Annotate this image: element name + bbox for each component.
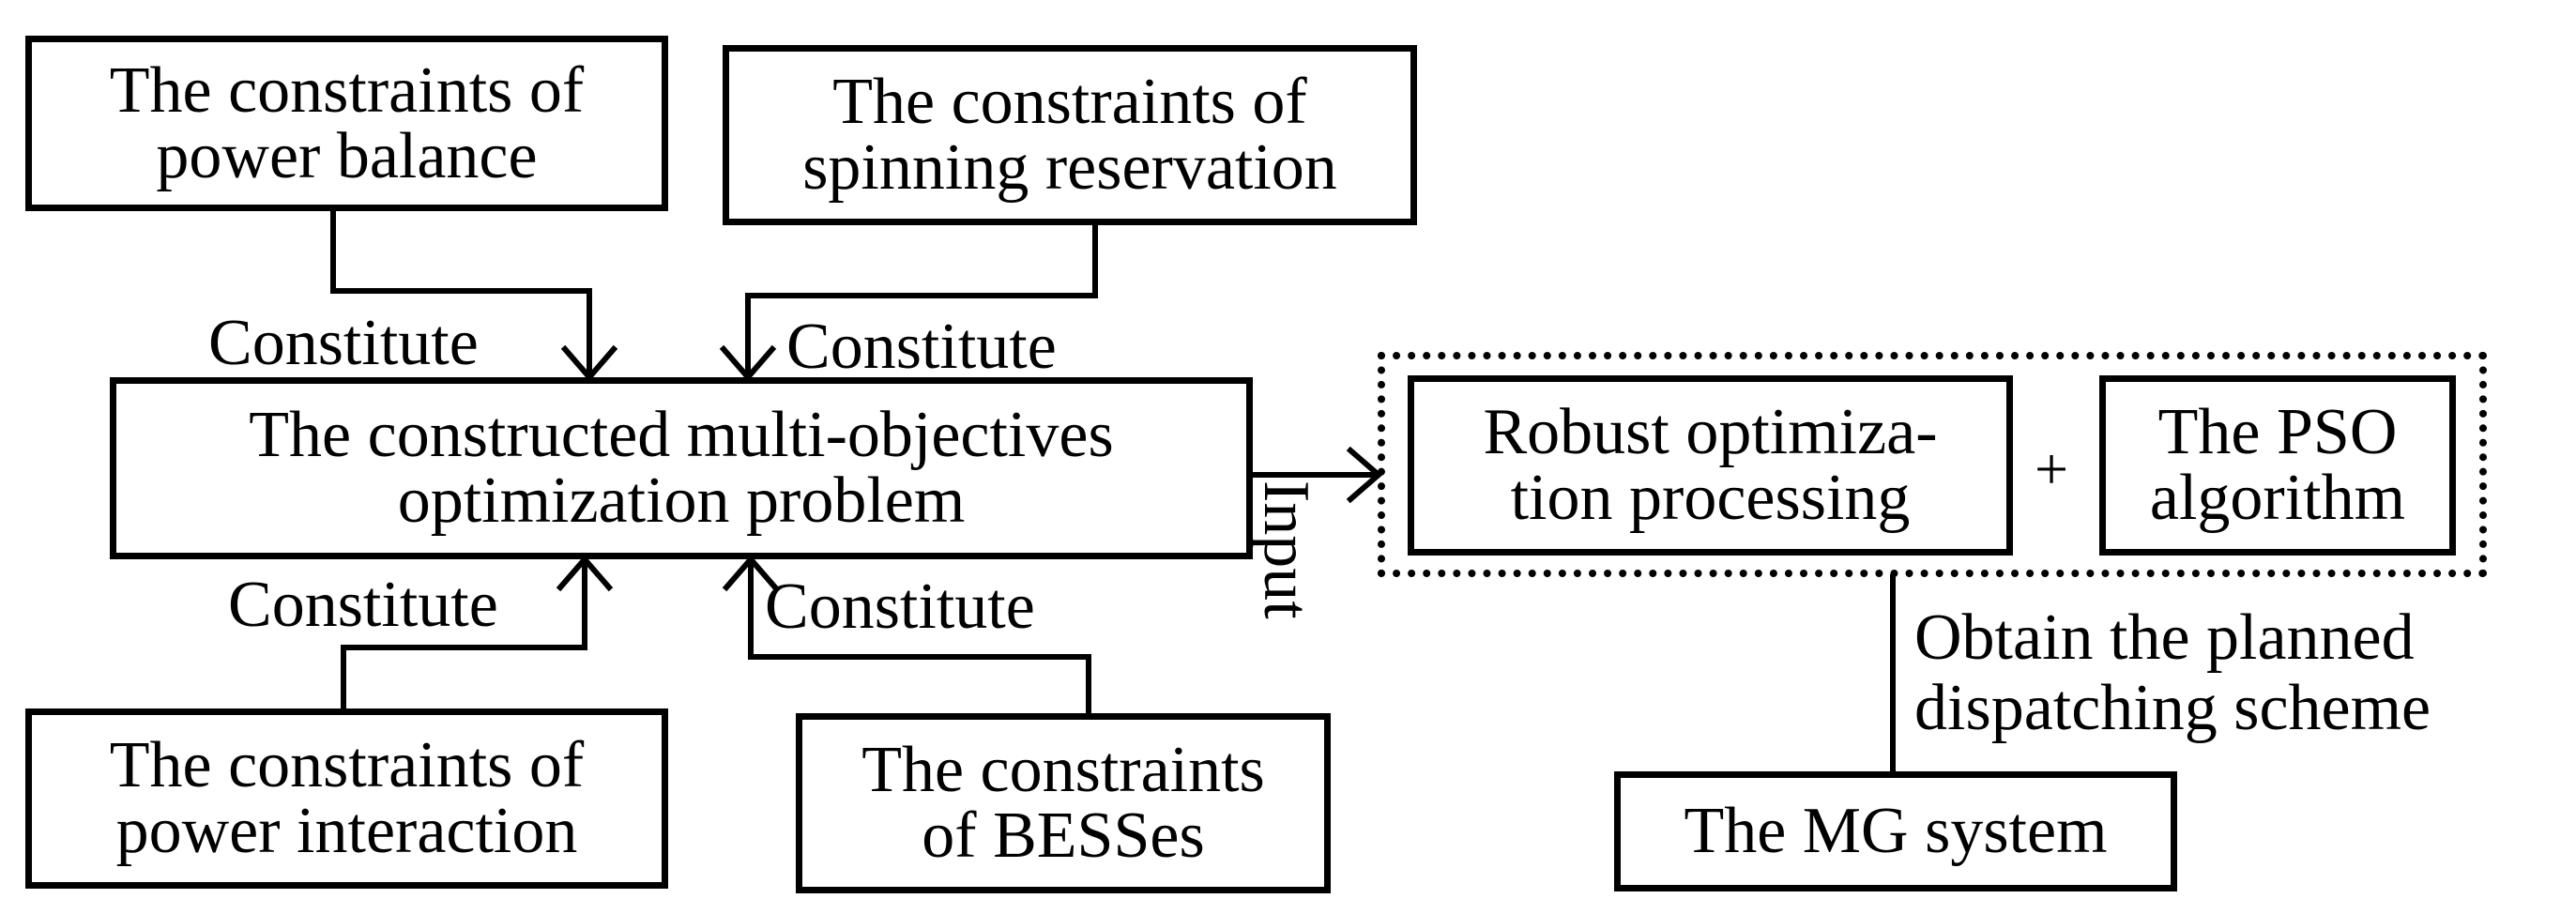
box-pso-algorithm: The PSO algorithm bbox=[2099, 375, 2456, 556]
connector-power-balance bbox=[330, 208, 592, 378]
label-constitute-bottom-left: Constitute bbox=[228, 569, 498, 641]
box-robust-line2: tion processing bbox=[1510, 462, 1911, 534]
box-spinning-reservation-line2: spinning reservation bbox=[802, 131, 1337, 204]
label-constitute-bottom-right: Constitute bbox=[765, 571, 1035, 643]
box-power-balance-line1: The constraints of bbox=[109, 53, 585, 127]
box-robust-line1: Robust optimiza- bbox=[1483, 396, 1938, 468]
box-pso-line2: algorithm bbox=[2149, 462, 2406, 534]
box-robust-optimization: Robust optimiza- tion processing bbox=[1408, 375, 2013, 556]
box-spinning-reservation-line1: The constraints of bbox=[832, 66, 1307, 138]
box-besses-line2: of BESSes bbox=[922, 800, 1205, 872]
box-optimization-problem: The constructed multi-objectives optimiz… bbox=[110, 377, 1253, 559]
label-input: Input bbox=[1250, 480, 1322, 619]
box-power-balance: The constraints of power balance bbox=[25, 36, 668, 211]
label-constitute-top-right: Constitute bbox=[786, 311, 1057, 383]
box-optimization-problem-line1: The constructed multi-objectives bbox=[249, 399, 1114, 471]
box-power-interaction-line1: The constraints of bbox=[109, 729, 585, 801]
label-obtain-line1: Obtain the planned bbox=[1914, 602, 2415, 674]
connector-power-interaction bbox=[341, 558, 587, 711]
label-constitute-top-left: Constitute bbox=[208, 307, 479, 379]
box-mg-system-line1: The MG system bbox=[1684, 795, 2108, 867]
box-power-interaction: The constraints of power interaction bbox=[25, 708, 668, 889]
box-power-interaction-line2: power interaction bbox=[115, 795, 578, 867]
label-obtain-line2: dispatching scheme bbox=[1914, 672, 2431, 744]
box-spinning-reservation: The constraints of spinning reservation bbox=[723, 45, 1417, 225]
box-pso-line1: The PSO bbox=[2157, 396, 2398, 468]
dashed-group-robust-pso bbox=[1378, 352, 2487, 577]
box-besses: The constraints of BESSes bbox=[796, 713, 1331, 893]
arrowhead-besses bbox=[722, 555, 780, 592]
connector-spinning-reservation bbox=[745, 222, 1098, 378]
box-besses-line1: The constraints bbox=[861, 734, 1265, 806]
box-optimization-problem-line2: optimization problem bbox=[397, 465, 966, 537]
arrowhead-power-interaction bbox=[556, 555, 614, 592]
connector-besses bbox=[748, 558, 1091, 716]
box-power-balance-line2: power balance bbox=[156, 119, 538, 192]
label-plus: + bbox=[2035, 435, 2069, 502]
box-mg-system: The MG system bbox=[1614, 771, 2177, 891]
